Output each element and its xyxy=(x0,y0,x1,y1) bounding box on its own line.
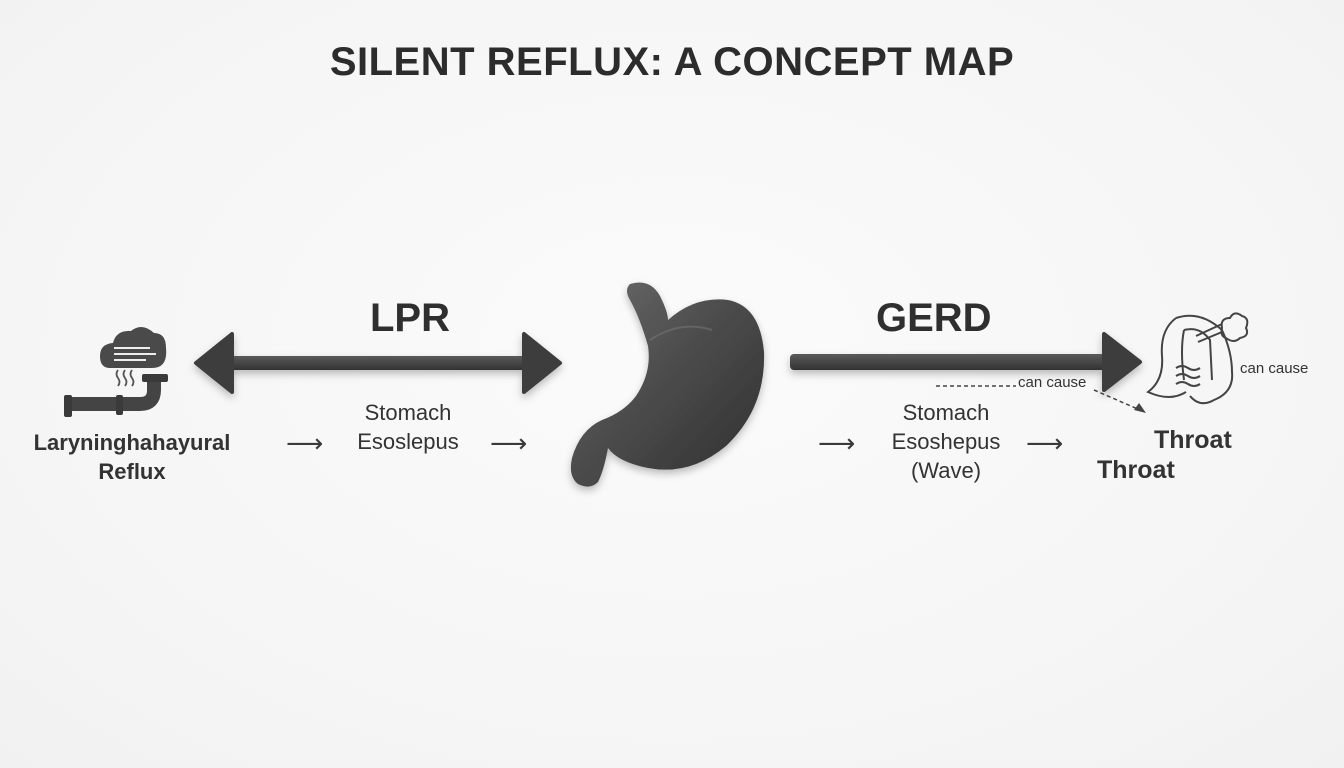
lpr-label: LPR xyxy=(370,296,450,340)
gerd-path-line1: Stomach xyxy=(902,400,990,425)
gerd-path-line3: (Wave) xyxy=(910,458,982,483)
gerd-path-line2: Esoshepus xyxy=(891,429,1001,454)
arrow-stomach-to-gerd-path: ⟶ xyxy=(818,428,856,458)
left-node-label-line1: Laryninghahayural xyxy=(33,430,231,455)
arrow-gerd-path-to-throat: ⟶ xyxy=(1026,428,1064,458)
lpr-path-label: Stomach Esoslepus xyxy=(340,398,476,456)
gerd-path-label: Stomach Esoshepus (Wave) xyxy=(872,398,1020,485)
can-cause-label-right: can cause xyxy=(1240,360,1309,377)
reflux-pipe-cloud-icon xyxy=(64,326,168,417)
can-cause-dashed-connector xyxy=(936,385,1146,413)
throat-label-upper: Throat xyxy=(1154,426,1232,454)
lpr-double-arrow xyxy=(194,332,562,394)
left-node-label: Laryninghahayural Reflux xyxy=(22,428,242,486)
gerd-label: GERD xyxy=(876,296,992,340)
can-cause-label-left: can cause xyxy=(1018,374,1087,391)
gerd-arrow xyxy=(790,332,1142,392)
arrow-left-to-stomach-esophagus: ⟶ xyxy=(286,428,324,458)
throat-irritation-icon xyxy=(1146,312,1249,405)
lpr-path-line1: Stomach xyxy=(364,400,452,425)
page-title: SILENT REFLUX: A CONCEPT MAP xyxy=(329,40,1015,84)
lpr-path-line2: Esoslepus xyxy=(357,429,459,454)
left-node-label-line2: Reflux xyxy=(98,459,166,484)
throat-label-lower: Throat xyxy=(1097,456,1175,484)
stomach-icon xyxy=(570,282,765,487)
arrow-lpr-path-to-stomach: ⟶ xyxy=(490,428,528,458)
